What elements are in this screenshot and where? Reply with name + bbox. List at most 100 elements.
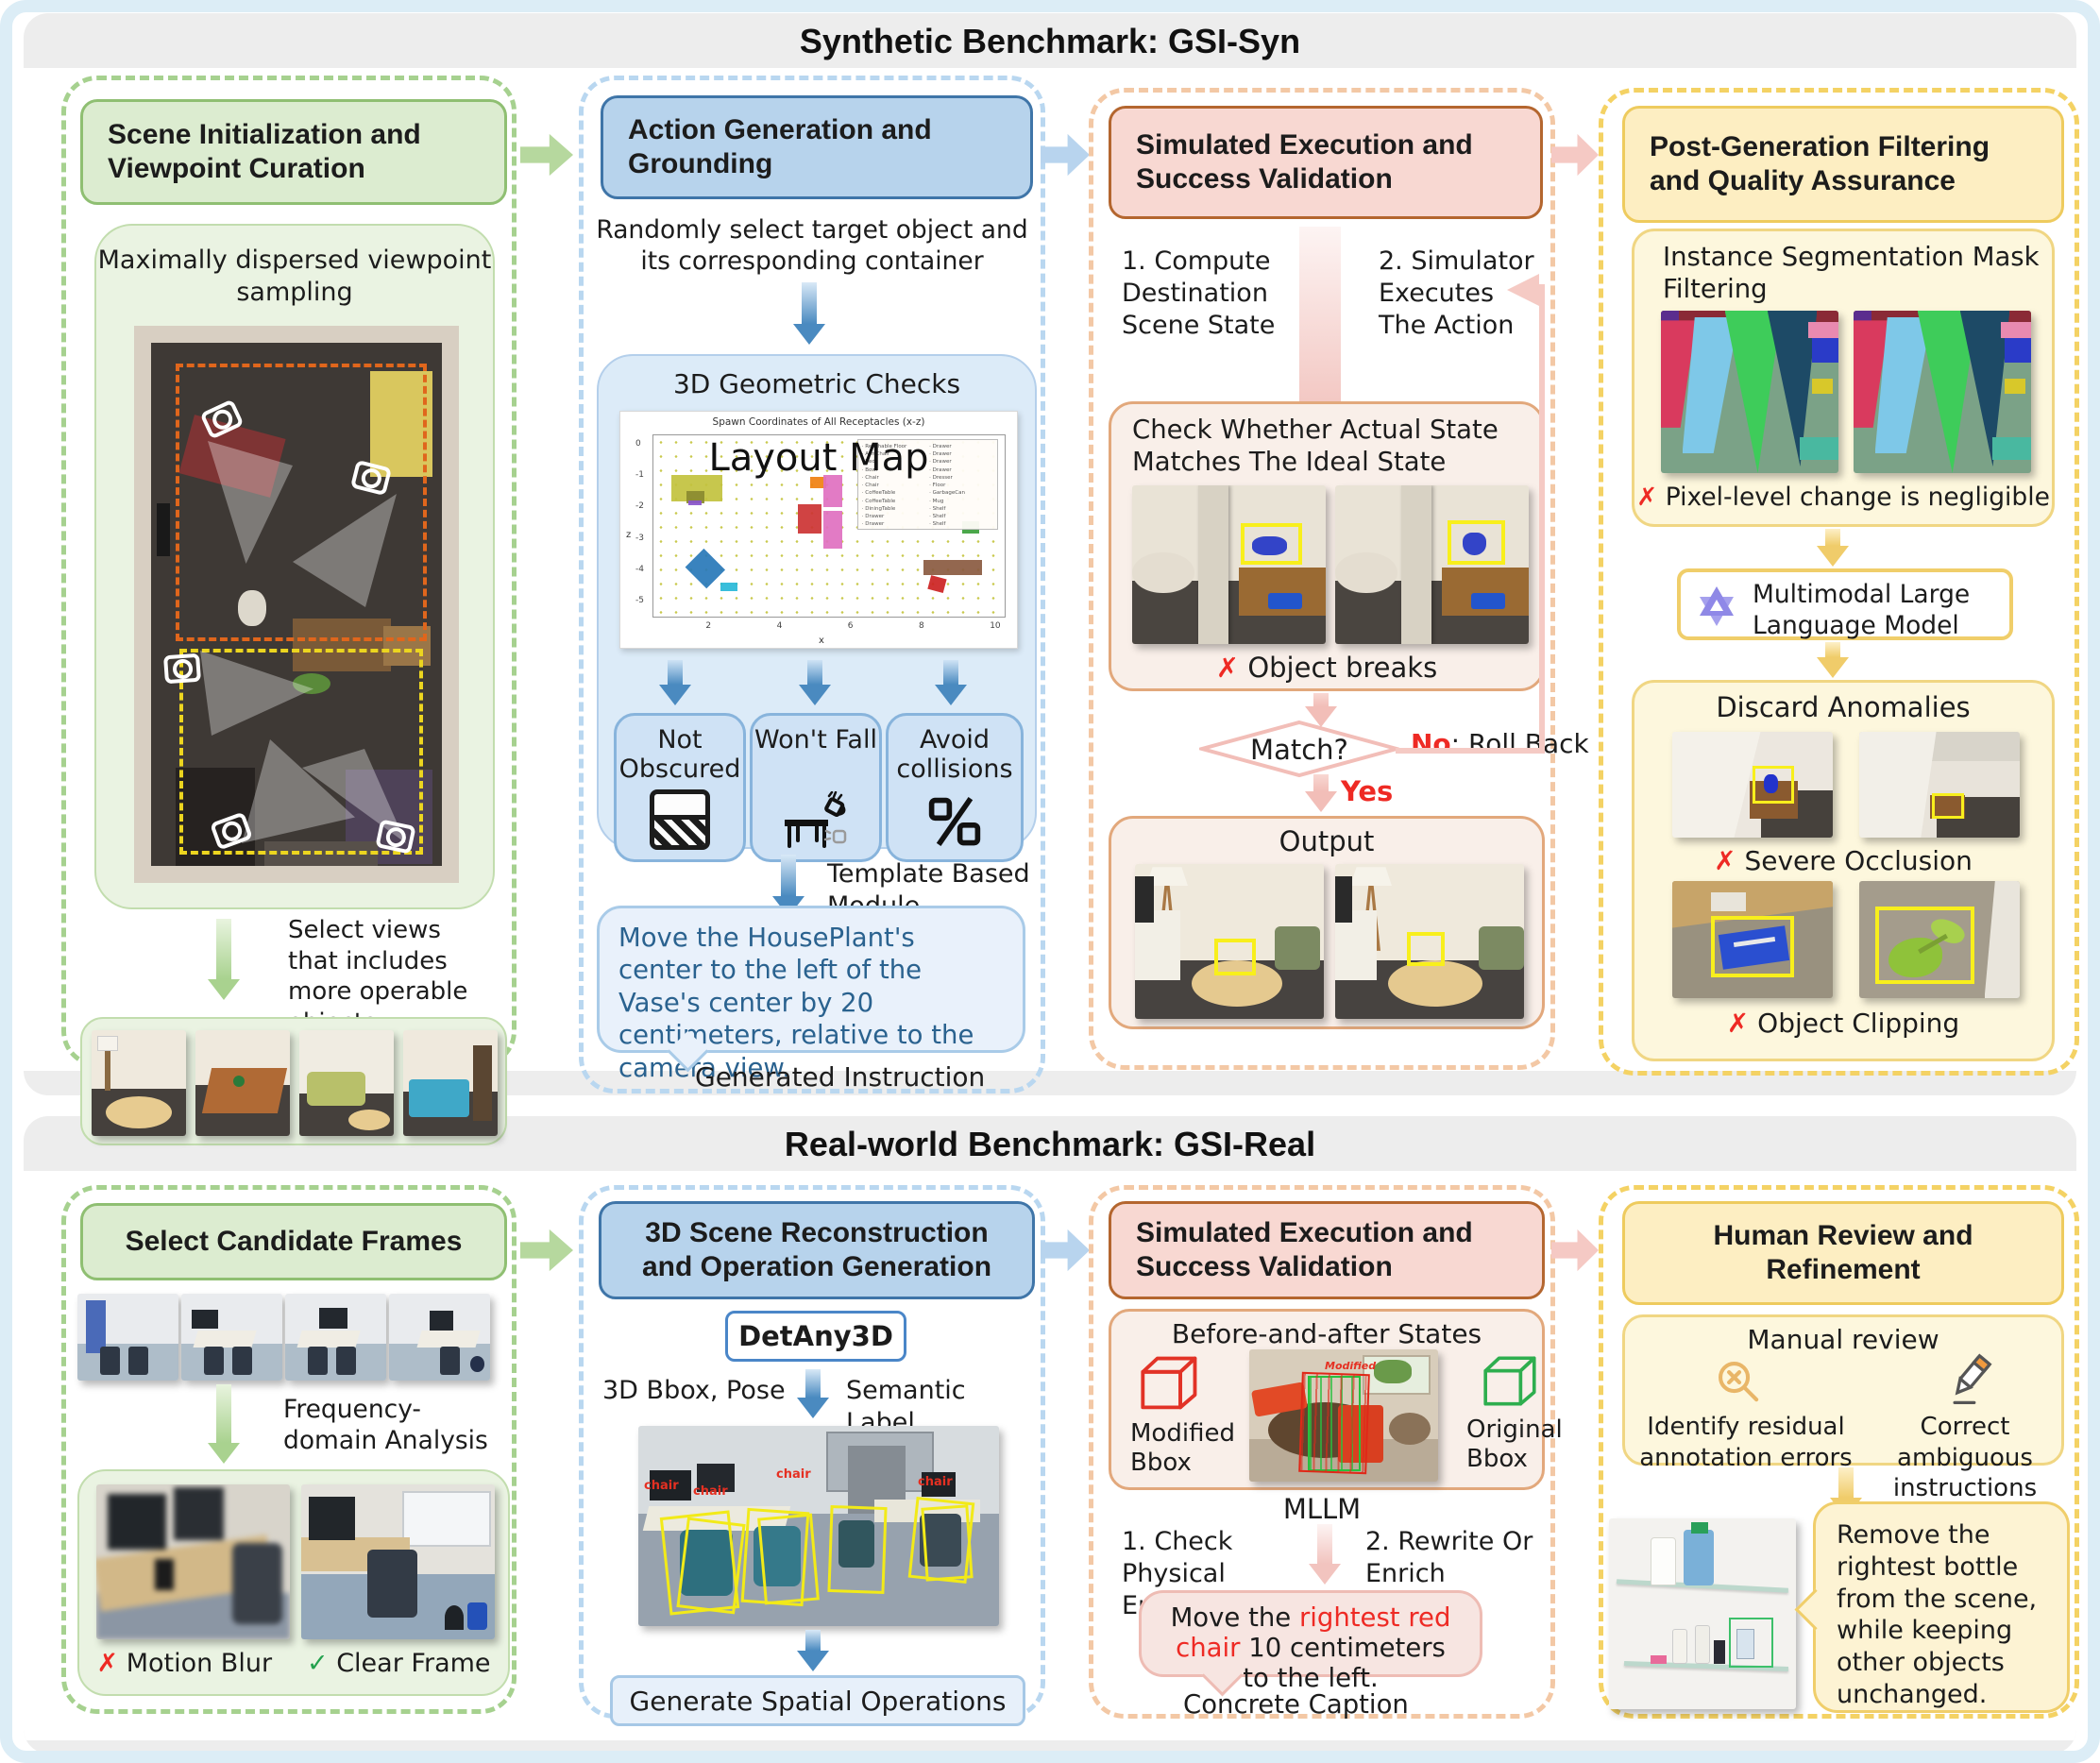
real-col4-header-label: Human Review and Refinement xyxy=(1713,1220,1973,1285)
receptacle-rect xyxy=(809,476,827,489)
segmentation-image-1 xyxy=(1661,311,1838,473)
before-after-image: Modified xyxy=(1249,1349,1438,1482)
receptacle-rect xyxy=(927,574,947,593)
manual-review-title: Manual review xyxy=(1747,1324,1939,1355)
camera-icon xyxy=(162,653,202,685)
yes-label: Yes xyxy=(1341,775,1394,807)
bbox-3d xyxy=(757,1514,820,1605)
mllm-box: Multimodal Large Language Model xyxy=(1677,568,2013,640)
receptacle-rect xyxy=(797,504,821,534)
sim-state-image-2 xyxy=(1335,485,1529,644)
check-mark: ✓ xyxy=(306,1649,329,1678)
syn-col3-header: Simulated Execution and Success Validati… xyxy=(1109,106,1543,219)
clear-frame-image xyxy=(301,1484,495,1639)
down-arrow-green xyxy=(208,919,240,1000)
output-image-2 xyxy=(1335,864,1524,1019)
real-section-title: Real-world Benchmark: GSI-Real xyxy=(784,1125,1316,1163)
syn-col1-header-label: Scene Initialization and Viewpoint Curat… xyxy=(108,119,421,184)
x-mark: ✗ xyxy=(1726,1008,1750,1039)
down-arrow-yellow xyxy=(1817,529,1849,567)
bbox-3d xyxy=(827,1504,888,1594)
check-wont-fall-label: Won't Fall xyxy=(754,725,877,754)
geometric-checks-title: 3D Geometric Checks xyxy=(672,368,961,399)
mask-filtering-title: Instance Segmentation Mask Filtering xyxy=(1663,242,2040,305)
mllm-label: Multimodal Large Language Model xyxy=(1753,580,1971,641)
real-col3-header: Simulated Execution and Success Validati… xyxy=(1109,1201,1545,1299)
chart-xlabel: x xyxy=(819,636,824,646)
room-view-thumb-1 xyxy=(92,1030,186,1136)
before-after-panel: Before-and-after States Modified Bbox Mo… xyxy=(1109,1309,1563,1490)
state-check-title: Check Whether Actual State Matches The I… xyxy=(1132,415,1499,478)
receptacle-rect xyxy=(823,475,842,508)
chart-plot-area: · Reachable Floor· ArmChair· Bed· Bowl· … xyxy=(652,434,1006,618)
real-stage-human-review: Human Review and Refinement Manual revie… xyxy=(1599,1185,2079,1719)
step1-note: 1. Compute Destination Scene State xyxy=(1122,246,1276,340)
caption-highlight: rightest red chair xyxy=(1176,1602,1451,1663)
x-mark: ✗ xyxy=(1636,483,1658,512)
highlight-bbox xyxy=(1407,932,1445,967)
output-label: Output xyxy=(1279,825,1375,857)
down-arrow-blue xyxy=(935,660,967,705)
segmentation-image-2 xyxy=(1854,311,2031,473)
room-view-thumb-4 xyxy=(403,1030,498,1136)
bbox-3d xyxy=(676,1517,746,1615)
obscured-icon xyxy=(650,789,710,850)
real-col4-header: Human Review and Refinement xyxy=(1622,1201,2064,1305)
original-bbox-cube-icon xyxy=(1480,1353,1542,1414)
x-mark: ✗ xyxy=(1714,845,1736,876)
viewpoint-sampling-label: Maximally dispersed viewpoint sampling xyxy=(97,246,492,307)
rollback-arrowhead xyxy=(1507,274,1539,306)
down-arrow-pink xyxy=(1309,1524,1341,1585)
pencil-icon xyxy=(1942,1351,1999,1412)
sim-state-image-1 xyxy=(1132,485,1326,644)
real-stage-frames: Select Candidate Frames Frequency-domain… xyxy=(61,1185,517,1714)
bbox-pose-note: 3D Bbox, Pose xyxy=(602,1376,786,1405)
falling-cup-table-icon xyxy=(753,791,879,850)
mllm-logo-icon xyxy=(1694,584,1739,633)
highlight-bbox xyxy=(1240,523,1303,565)
down-arrow-pink xyxy=(1305,774,1337,812)
highlight-bbox xyxy=(1710,916,1795,977)
occlusion-fail-line: ✗ Severe Occlusion xyxy=(1714,845,1973,876)
chart-title: Spawn Coordinates of All Receptacles (x-… xyxy=(712,416,925,428)
motion-blur-image xyxy=(96,1484,290,1639)
output-image-1 xyxy=(1135,864,1324,1019)
magnifier-x-icon xyxy=(1712,1355,1767,1414)
clipping-image-1 xyxy=(1672,881,1833,998)
human-review-bubble: Remove the rightest bottle from the scen… xyxy=(1813,1501,2070,1713)
before-after-title: Before-and-after States xyxy=(1171,1318,1482,1349)
down-arrow-green xyxy=(208,1384,240,1464)
rollback-line-v xyxy=(1539,287,1545,754)
modified-bbox-cube-icon xyxy=(1136,1353,1204,1417)
real-col2-header: 3D Scene Reconstruction and Operation Ge… xyxy=(599,1201,1035,1299)
down-arrow-yellow xyxy=(1817,642,1849,678)
detany3d-badge: DetAny3D xyxy=(725,1311,906,1362)
real-stage-sim-exec: Simulated Execution and Success Validati… xyxy=(1089,1185,1563,1720)
syn-col4-header: Post-Generation Filtering and Quality As… xyxy=(1622,106,2064,223)
receptacle-rect xyxy=(688,500,703,505)
selected-views-panel xyxy=(80,1017,507,1145)
generated-instruction-text: Move the HousePlant's center to the left… xyxy=(618,923,974,1083)
clipping-fail-line: ✗ Object Clipping xyxy=(1726,1008,1960,1039)
syn-col4-header-label: Post-Generation Filtering and Quality As… xyxy=(1650,131,1990,196)
x-mark: ✗ xyxy=(96,1649,119,1678)
real-stage-reconstruction: 3D Scene Reconstruction and Operation Ge… xyxy=(579,1185,1045,1726)
highlight-bbox xyxy=(1875,907,1975,985)
syn-col1-header: Scene Initialization and Viewpoint Curat… xyxy=(80,99,507,205)
frame-compare-panel: ✗ Motion Blur ✓ Clear Frame xyxy=(77,1469,510,1696)
correct-instructions-note: Correct ambiguous instructions xyxy=(1892,1413,2038,1502)
syn-col2-header-label: Action Generation and Grounding xyxy=(628,114,932,179)
original-bbox-label: Original Bbox xyxy=(1466,1415,1563,1474)
down-arrow-blue xyxy=(797,1630,829,1671)
random-select-note: Randomly select target object and its co… xyxy=(596,215,1028,277)
layout-map-overlay-label: Layout Map xyxy=(708,436,929,480)
generated-instruction-label: Generated Instruction xyxy=(695,1061,986,1093)
chair-label: chair xyxy=(776,1467,811,1482)
highlight-bbox xyxy=(1931,792,1964,819)
chair-label: chair xyxy=(693,1484,728,1499)
clipping-image-2 xyxy=(1859,881,2020,998)
occlusion-image-1 xyxy=(1672,732,1833,838)
modified-bbox-label: Modified Bbox xyxy=(1130,1419,1235,1478)
check-wont-fall: Won't Fall xyxy=(750,713,882,862)
syn-stage-action-gen: Action Generation and Grounding Randomly… xyxy=(579,76,1045,1093)
